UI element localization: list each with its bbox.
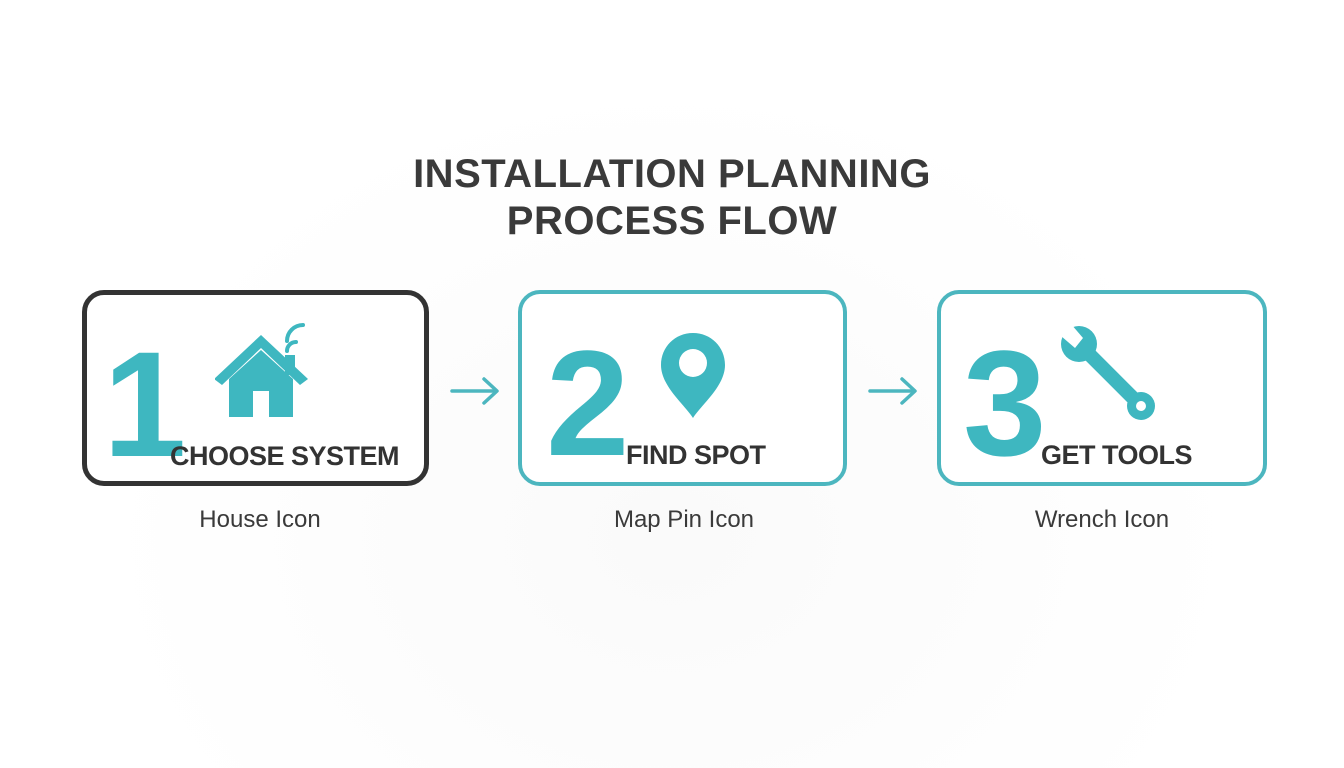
step-2-number: 2 xyxy=(546,319,629,487)
step-3-box: 3 GET TOOLS xyxy=(937,290,1267,486)
step-1-label: CHOOSE SYSTEM xyxy=(170,441,400,471)
step-3-caption: Wrench Icon xyxy=(1034,506,1170,533)
step-3-number: 3 xyxy=(963,319,1046,487)
house-icon xyxy=(215,323,308,417)
step-2-box: 2 FIND SPOT xyxy=(518,290,847,486)
diagram-title-line-2: PROCESS FLOW xyxy=(506,199,838,243)
step-3-label: GET TOOLS xyxy=(1041,440,1193,470)
step-1-box: 1 CHOOSE SYSTEM xyxy=(82,290,429,486)
step-1-number: 1 xyxy=(103,320,186,488)
diagram-title-line-1: INSTALLATION PLANNING xyxy=(413,152,931,196)
arrow-right-icon xyxy=(450,377,499,405)
arrow-right-icon xyxy=(868,377,917,405)
step-2-label: FIND SPOT xyxy=(626,440,766,470)
map-pin-icon xyxy=(661,333,725,418)
step-1-caption: House Icon xyxy=(199,506,321,533)
wrench-icon xyxy=(1061,324,1155,420)
step-2-caption: Map Pin Icon xyxy=(613,506,755,533)
